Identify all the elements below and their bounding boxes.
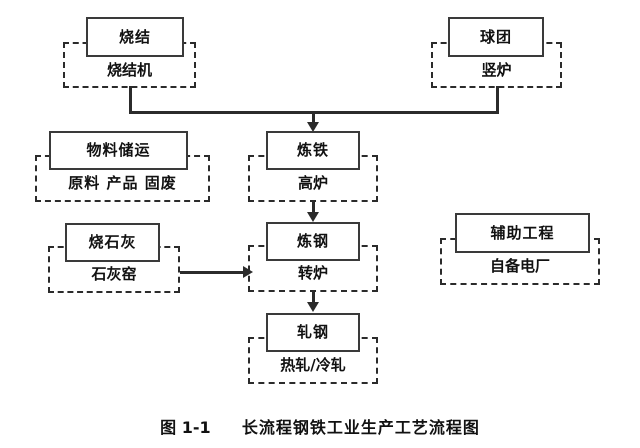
connector-steelmaking-to-rolling — [312, 290, 315, 304]
pelletizing-subtitle: 竖炉 — [481, 61, 512, 79]
lime-burning-title: 烧石灰 — [88, 233, 137, 251]
sintering-subtitle: 烧结机 — [106, 61, 152, 79]
arrowhead-lime-to-steelmaking — [243, 266, 253, 278]
pelletizing-title: 球团 — [479, 27, 512, 46]
connector-pelletizing-down — [496, 86, 499, 113]
auxiliary-title-box: 辅助工程 — [455, 213, 590, 253]
ironmaking-title-box: 炼铁 — [266, 131, 360, 170]
auxiliary-subtitle: 自备电厂 — [489, 257, 550, 275]
rolling-title: 轧钢 — [296, 323, 329, 341]
ironmaking-title: 炼铁 — [296, 141, 329, 159]
arrowhead-to-steelmaking — [307, 212, 319, 222]
arrowhead-to-rolling — [307, 302, 319, 312]
pelletizing-title-box: 球团 — [448, 17, 544, 57]
rolling-subtitle: 热轧/冷轧 — [280, 356, 346, 374]
material-storage-title: 物料储运 — [86, 141, 151, 159]
connector-sintering-down — [129, 86, 132, 113]
ironmaking-subtitle: 高炉 — [297, 174, 328, 192]
lime-burning-subtitle: 石灰窑 — [91, 265, 137, 283]
steelmaking-title-box: 炼钢 — [266, 222, 360, 261]
material-storage-title-box: 物料储运 — [49, 131, 188, 170]
sintering-title: 烧结 — [118, 27, 151, 46]
steelmaking-subtitle: 转炉 — [297, 264, 328, 282]
figure-caption-number: 图 1-1 — [160, 418, 211, 437]
lime-burning-title-box: 烧石灰 — [65, 223, 160, 262]
figure-caption: 图 1-1 长流程钢铁工业生产工艺流程图 — [0, 414, 640, 438]
material-storage-subtitle: 原料 产品 固废 — [68, 174, 177, 192]
auxiliary-title: 辅助工程 — [490, 223, 555, 242]
sintering-title-box: 烧结 — [86, 17, 184, 57]
connector-ironmaking-to-steelmaking — [312, 200, 315, 214]
arrowhead-to-ironmaking — [307, 122, 319, 132]
connector-lime-to-steelmaking — [180, 271, 245, 274]
rolling-title-box: 轧钢 — [266, 313, 360, 352]
steelmaking-title: 炼钢 — [296, 232, 329, 250]
connector-bus-to-ironmaking — [312, 111, 315, 124]
figure-caption-text: 长流程钢铁工业生产工艺流程图 — [241, 418, 480, 437]
